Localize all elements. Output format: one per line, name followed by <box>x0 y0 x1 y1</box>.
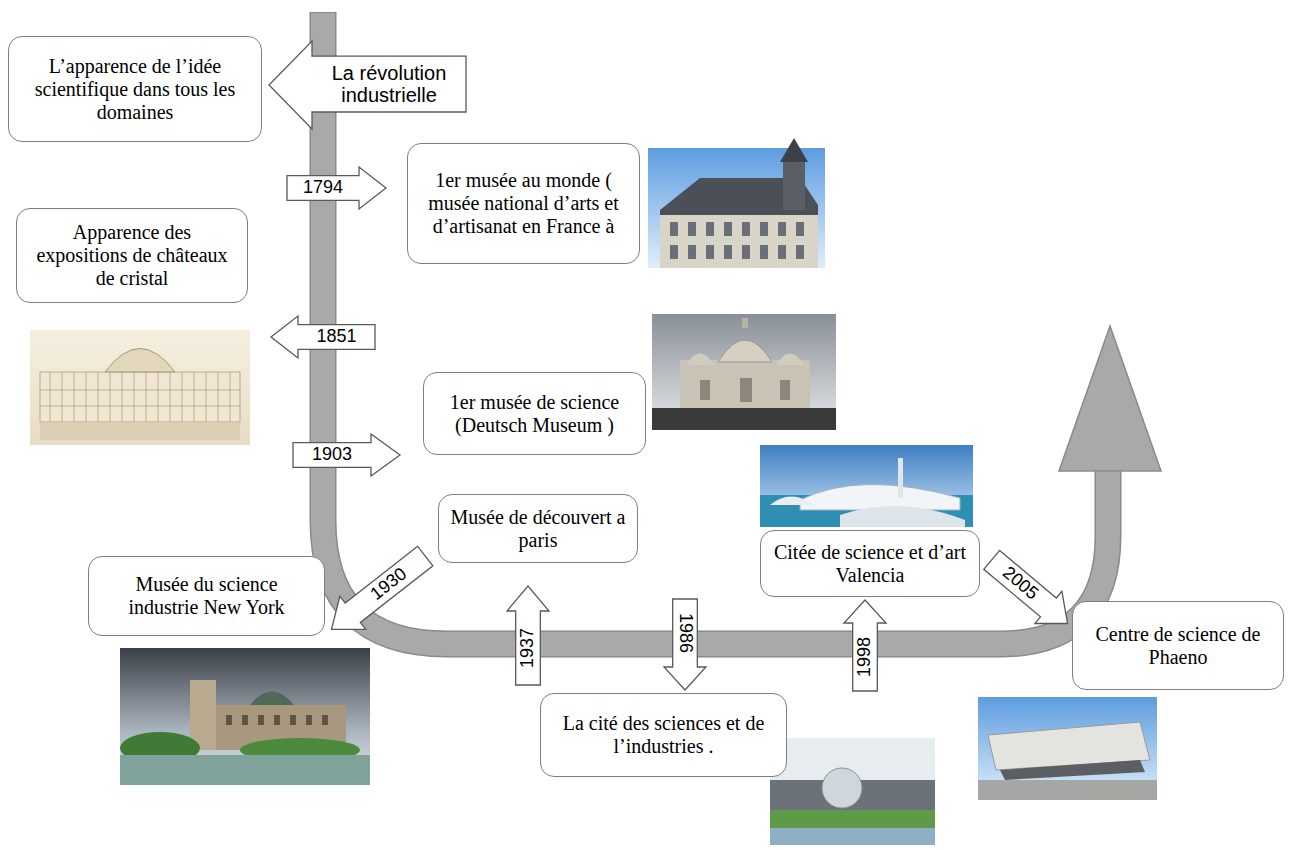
event-text: La cité des sciences et de l’industries … <box>551 712 776 758</box>
year-text: 1903 <box>312 445 352 465</box>
arrow-polygon <box>844 600 886 691</box>
event-box: La cité des sciences et de l’industries … <box>540 693 787 777</box>
domed-building-photo <box>652 314 836 430</box>
arrow-polygon <box>507 586 549 685</box>
event-box: L’apparence de l’idée scientifique dans … <box>8 36 262 142</box>
arrow-label-area: 1998 <box>853 623 878 691</box>
event-text: Apparence des expositions de châteaux de… <box>27 221 237 290</box>
year-arrow: 1903 <box>293 433 401 477</box>
event-box: 1er musée de science (Deutsch Museum ) <box>423 372 646 455</box>
event-text: Musée du science industrie New York <box>99 573 314 619</box>
arrow-label-area: 1937 <box>516 611 541 685</box>
year-text: 1794 <box>303 178 343 198</box>
event-text: L’apparence de l’idée scientifique dans … <box>19 55 251 124</box>
event-text: 1er musée de science (Deutsch Museum ) <box>434 391 635 437</box>
event-box: Apparence des expositions de châteaux de… <box>16 208 248 303</box>
year-arrow: 1851 <box>270 315 375 359</box>
year-arrow: 1937 <box>506 585 550 685</box>
arrow-polygon <box>271 316 375 358</box>
event-box: Citée de science et d’art Valencia <box>760 530 980 597</box>
crystal-palace-photo <box>30 330 250 445</box>
arrow-label-area: La révolution industrielle <box>312 56 466 112</box>
arrow-polygon <box>269 41 466 129</box>
cite-sciences-photo <box>770 738 935 845</box>
year-arrow: 1986 <box>663 599 707 691</box>
arrow-label-area: 1794 <box>287 176 359 201</box>
year-text: 1851 <box>316 327 356 347</box>
arrow-label-area: 1851 <box>298 325 375 350</box>
year-arrow: 1998 <box>843 599 887 691</box>
year-text: 1930 <box>367 564 411 604</box>
arrow-polygon <box>287 167 386 209</box>
arrow-label-area: 2005 <box>984 550 1057 616</box>
event-text: Citée de science et d’art Valencia <box>771 541 969 587</box>
year-text: 1937 <box>518 628 538 668</box>
event-box: Musée du science industrie New York <box>88 556 325 636</box>
year-text: 1986 <box>675 613 695 653</box>
arrow-polygon <box>319 540 439 646</box>
event-box: Musée de découvert a paris <box>438 494 638 563</box>
year-text: La révolution industrielle <box>312 62 466 106</box>
event-text: 1er musée au monde ( musée national d’ar… <box>418 169 629 238</box>
event-text: Musée de découvert a paris <box>449 506 627 552</box>
valencia-photo <box>760 445 973 527</box>
timeline-arrowhead <box>1059 326 1161 471</box>
event-text: Centre de science de Phaeno <box>1083 623 1273 669</box>
arrow-label-area: 1903 <box>293 443 371 468</box>
event-box: Centre de science de Phaeno <box>1072 601 1284 690</box>
year-arrow: La révolution industrielle <box>268 40 466 130</box>
arrow-polygon <box>664 599 706 690</box>
museum-photo <box>648 138 825 268</box>
year-text: 2005 <box>998 563 1041 604</box>
new-york-museum-photo <box>120 648 370 785</box>
arrow-polygon <box>978 544 1081 640</box>
event-box: 1er musée au monde ( musée national d’ar… <box>407 143 640 264</box>
arrow-polygon <box>293 434 400 476</box>
arrow-label-area: 1986 <box>673 599 698 667</box>
phaeno-photo <box>978 697 1157 800</box>
arrow-label-area: 1930 <box>345 546 433 622</box>
year-text: 1998 <box>855 637 875 677</box>
year-arrow: 1794 <box>287 166 387 210</box>
